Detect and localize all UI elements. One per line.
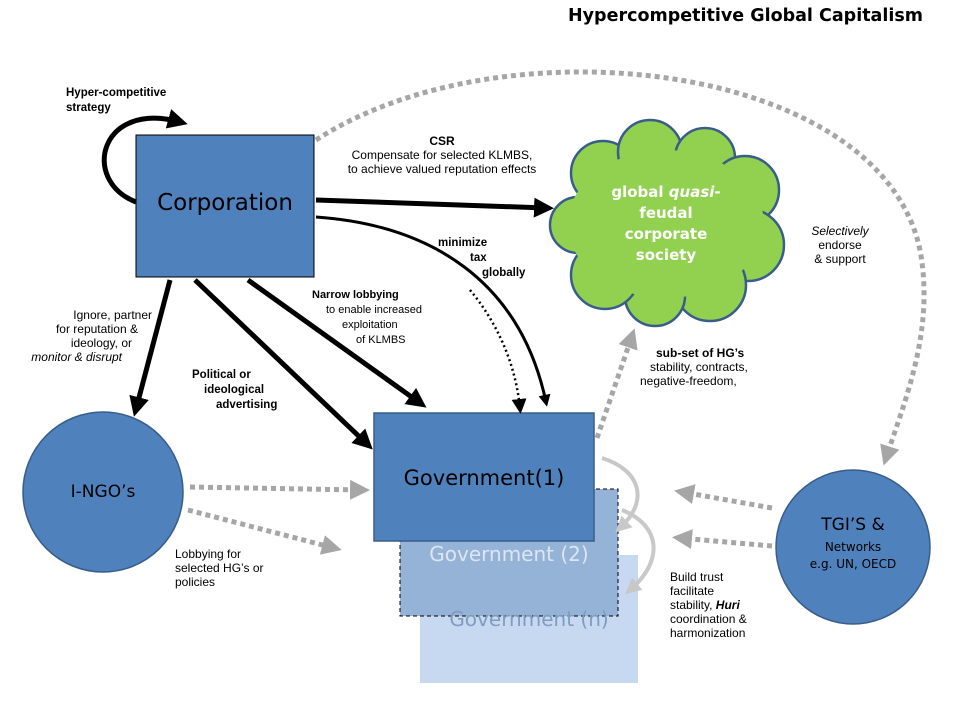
- diagram-title: Hypercompetitive Global Capitalism: [568, 6, 924, 26]
- government-2-label: Government (2): [429, 542, 589, 566]
- cloud-line-1: global quasi-: [611, 183, 721, 201]
- build-trust-label: Build trust facilitate stability, Huri c…: [670, 570, 747, 640]
- corporation-to-tgi-curve: [314, 69, 927, 466]
- tgi-label: TGI’S & Networks e.g. UN, OECD: [776, 514, 930, 572]
- gov-curve-arrow-2: [621, 508, 656, 595]
- tgi-title: TGI’S &: [821, 515, 885, 535]
- government-1-label: Government(1): [403, 466, 565, 490]
- narrow-lobbying-arrow: [246, 277, 427, 408]
- lobbying-selected-label: Lobbying for selected HG’s or policies: [175, 547, 264, 589]
- ingo-circle: [22, 411, 184, 573]
- ignore-label: Ignore, partner for reputation & ideolog…: [31, 308, 152, 364]
- corporation-label: Corporation: [157, 190, 293, 216]
- min-tax-label: minimize tax globally: [438, 237, 526, 279]
- cloud-line-4: society: [635, 246, 697, 264]
- tgi-examples: e.g. UN, OECD: [809, 557, 897, 571]
- ingo-to-gov-arrow: [189, 479, 370, 500]
- csr-arrow: [315, 197, 554, 218]
- cloud-line-3: corporate: [624, 225, 708, 243]
- ingo-lobbying-arrow: [187, 507, 342, 555]
- narrow-lobbying-label: Narrow lobbying to enable increased expl…: [312, 289, 423, 346]
- tgi-to-gov-arrow-1: [674, 484, 773, 511]
- tgi-networks: Networks: [824, 540, 882, 554]
- gov-to-cloud-arrow: [594, 328, 638, 439]
- subset-label: sub-set of HG’s stability, contracts, ne…: [640, 346, 748, 388]
- gov-curve-arrow-1: [601, 456, 640, 533]
- min-tax-dotted: [469, 289, 527, 414]
- cloud-label: global quasi- feudal corporate society: [578, 182, 754, 266]
- hyper-strategy-label: Hyper-competitive strategy: [66, 87, 167, 114]
- tgi-circle: [775, 469, 931, 625]
- political-label: Political or ideological advertising: [192, 369, 278, 411]
- government-1-box: [373, 412, 595, 542]
- ingo-label: I-NGO’s: [70, 482, 136, 502]
- min-tax-arrow: [315, 215, 551, 407]
- political-arrow: [193, 278, 373, 450]
- hyper-strategy-arrow: [101, 109, 188, 205]
- tgi-to-gov-arrow-2: [672, 529, 773, 550]
- cloud-line-2: feudal: [639, 204, 693, 222]
- csr-label: CSR Compensate for selected KLMBS, to ac…: [347, 134, 537, 176]
- selectively-label: Selectively endorse & support: [811, 224, 869, 266]
- corporation-box: [135, 134, 315, 278]
- ignore-arrow: [129, 279, 173, 417]
- government-n-label: Government (n): [449, 607, 609, 631]
